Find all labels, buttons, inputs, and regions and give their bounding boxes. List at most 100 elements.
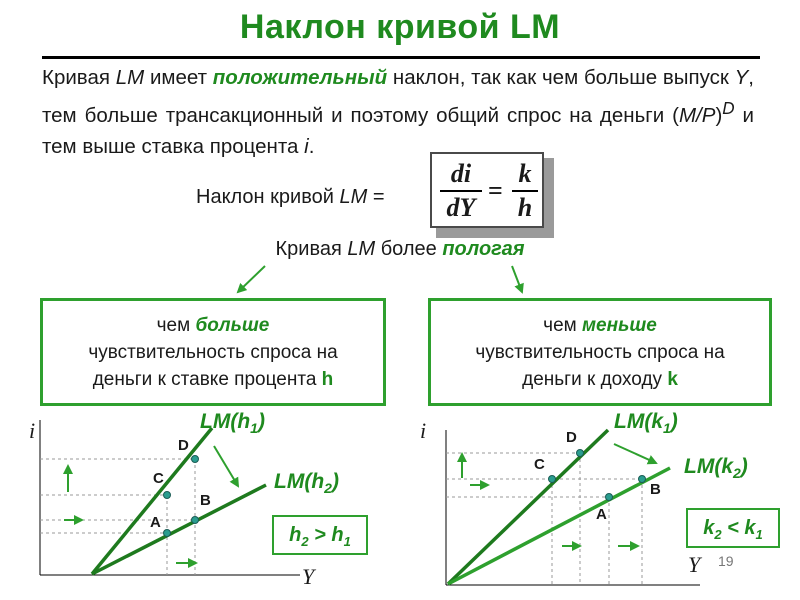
box-h-var: h <box>321 369 334 390</box>
para-text-6: и тем выше ставка процента <box>42 103 754 158</box>
right-lm-k2-sub: 2 <box>733 465 741 482</box>
slide-title: Наклон кривой LM <box>239 8 561 46</box>
para-i: i <box>304 134 309 158</box>
right-inequality: k2 < k1 <box>686 508 780 548</box>
left-point-c <box>163 491 171 499</box>
box-k-line1: чем меньше <box>431 312 769 339</box>
flatter-text-2: более <box>375 238 443 260</box>
left-lm-h1-line <box>90 426 214 576</box>
left-ineq-op: > <box>308 524 332 546</box>
left-lm-h2-close: ) <box>331 470 339 493</box>
right-ineq-op: < <box>721 517 745 539</box>
flatter-lm: LM <box>347 238 376 260</box>
right-guides <box>446 452 643 585</box>
left-graph <box>39 420 300 576</box>
left-label-c: C <box>153 470 164 487</box>
left-lm-h1-close: ) <box>257 410 265 433</box>
right-axis-y-label: Y <box>688 552 701 577</box>
right-lm-k2-close: ) <box>740 455 748 478</box>
arrow-to-right-box <box>511 265 524 294</box>
fraction-di-dy: di dY <box>440 160 482 222</box>
right-point-b <box>638 475 646 483</box>
box-k-em: меньше <box>581 315 657 336</box>
right-ineq-b: k <box>744 517 756 539</box>
slope-label-lm: LM <box>339 186 368 208</box>
left-label-b: B <box>200 492 211 509</box>
para-text-3: наклон, так как чем больше выпуск <box>387 66 735 89</box>
right-label-d: D <box>566 429 577 446</box>
left-axis-y-label: Y <box>302 564 315 589</box>
para-text-1: Кривая <box>42 66 116 89</box>
left-points <box>163 455 199 537</box>
right-lm-k1-text: LM(k <box>614 410 663 433</box>
left-lm-h1-sub: 1 <box>250 420 258 437</box>
left-label-d: D <box>178 437 189 454</box>
left-lm-h2-sub: 2 <box>324 480 332 497</box>
box-h-line2: чувствительность спроса на <box>88 342 338 363</box>
right-point-d <box>576 449 584 457</box>
title-divider <box>42 56 760 59</box>
frac2-bar <box>512 190 538 192</box>
left-ineq-a-sub: 2 <box>301 534 309 549</box>
para-lm: LM <box>115 66 145 89</box>
right-label-a: A <box>596 506 607 523</box>
frac1-bar <box>440 190 482 192</box>
left-lm-h2-line <box>91 483 267 576</box>
right-label-b: B <box>650 481 661 498</box>
right-graph <box>445 428 700 586</box>
box-k-var: k <box>667 369 678 390</box>
para-text-7: . <box>308 134 315 158</box>
left-point-b <box>191 516 199 524</box>
left-ineq-b: h <box>331 524 344 546</box>
formula-equals: = <box>488 176 503 205</box>
right-lm-k1-close: ) <box>670 410 678 433</box>
right-lm-k1-label: LM(k1) <box>614 410 678 436</box>
left-lm-h1-label: LM(h1) <box>200 410 265 436</box>
box-k-line2: чувствительность спроса на <box>475 342 725 363</box>
left-point-a <box>163 529 171 537</box>
right-points <box>548 449 646 501</box>
para-text-5: ) <box>715 103 723 127</box>
para-positive: положительный <box>212 66 388 89</box>
box-h-text-3: деньги к ставке процента <box>92 369 322 390</box>
frac1-numerator: di <box>450 159 472 188</box>
condition-box-k: чем меньше чувствительность спроса на де… <box>428 298 772 406</box>
frac2-denominator: h <box>517 193 533 222</box>
left-label-a: A <box>150 514 161 531</box>
right-ineq-a-sub: 2 <box>714 527 722 542</box>
para-d: D <box>722 99 735 118</box>
flatter-em: пологая <box>442 238 525 260</box>
left-lm-h2-label: LM(h2) <box>274 470 339 496</box>
left-lm-h1-text: LM(h <box>200 410 251 433</box>
fraction-k-h: k h <box>512 160 538 222</box>
right-lm-k2-label: LM(k2) <box>684 455 748 481</box>
formula-box: di dY = k h <box>430 152 544 228</box>
box-k-line3: деньги к доходу k <box>431 366 769 393</box>
para-y: Y <box>734 66 749 89</box>
box-h-em: больше <box>195 315 270 336</box>
right-lm-k2-text: LM(k <box>684 455 733 478</box>
right-lm-k2-line <box>447 466 671 586</box>
frac2-numerator: k <box>518 159 532 188</box>
left-axis-i-label: i <box>29 418 36 443</box>
box-h-text-1: чем <box>156 315 196 336</box>
left-rotation-arrow <box>213 445 240 488</box>
right-label-c: C <box>534 456 545 473</box>
flatter-text-1: Кривая <box>275 238 348 260</box>
right-lm-k1-sub: 1 <box>663 420 671 437</box>
left-ineq-b-sub: 1 <box>343 534 351 549</box>
para-mp: M/P <box>678 103 716 127</box>
left-ineq-a: h <box>289 524 302 546</box>
box-k-text-3: деньги к доходу <box>522 369 668 390</box>
para-text-4: , тем больше трансакционный и поэтому об… <box>42 66 754 127</box>
flatter-statement: Кривая LM более пологая <box>0 238 800 261</box>
left-inequality: h2 > h1 <box>272 515 368 555</box>
para-text-2: имеет <box>144 66 213 89</box>
left-point-d <box>191 455 199 463</box>
box-k-text-1: чем <box>543 315 582 336</box>
slope-label-eq: = <box>367 186 385 208</box>
slope-label: Наклон кривой LM = <box>196 186 385 209</box>
right-point-a <box>605 493 613 501</box>
condition-box-h: чем больше чувствительность спроса на де… <box>40 298 386 406</box>
